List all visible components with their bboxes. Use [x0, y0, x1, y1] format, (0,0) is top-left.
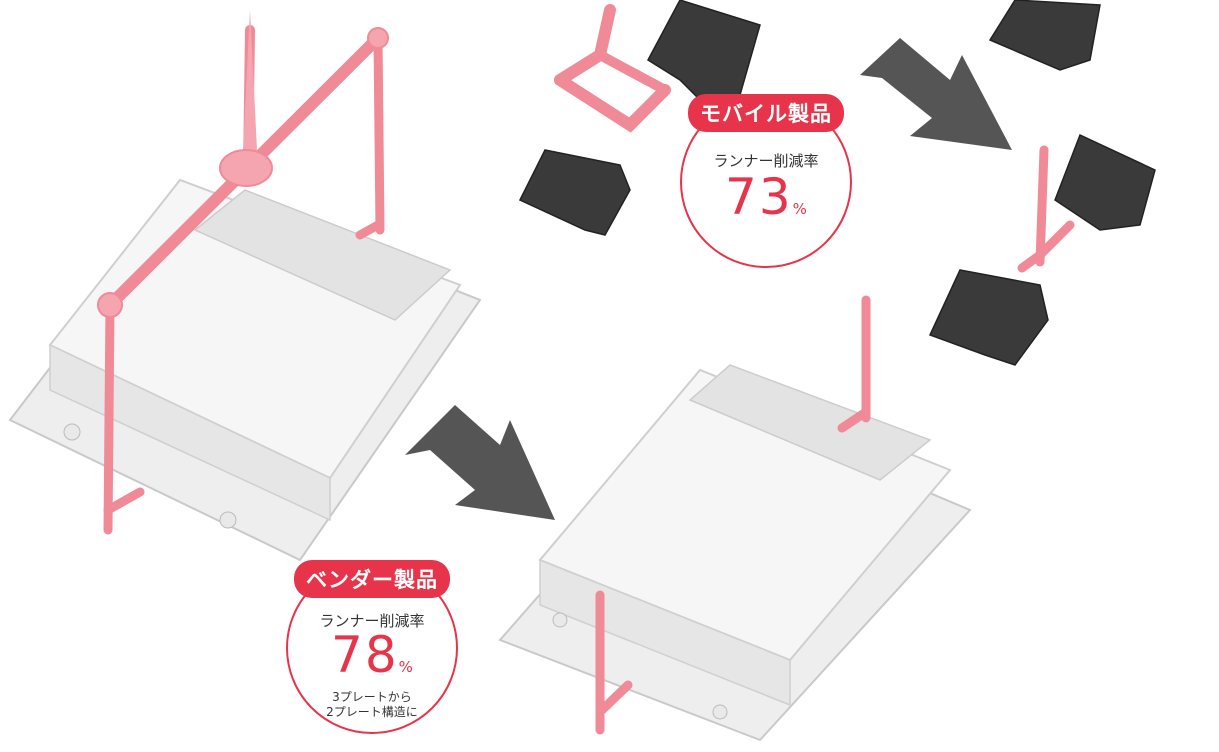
badge-label: ランナー削減率: [319, 612, 425, 630]
badge-note: 3プレートから 2プレート構造に: [288, 690, 456, 720]
badge-title: モバイル製品: [688, 94, 844, 132]
vendor-tray-before: [8, 178, 482, 562]
badge-title: ベンダー製品: [294, 560, 450, 598]
vendor-runner-before: [97, 10, 389, 535]
mobile-parts-before: [518, 0, 1101, 236]
badge-rate: 78%: [288, 626, 456, 684]
badge-note-line: 3プレートから: [332, 690, 412, 704]
mobile-reduction-badge: モバイル製品 ランナー削減率 73%: [680, 94, 852, 268]
badge-rate-unit: %: [792, 200, 807, 218]
mobile-runner-before: [554, 4, 671, 133]
badge-rate-unit: %: [398, 658, 413, 676]
vendor-tray-after: [498, 364, 972, 742]
badge-note-line: 2プレート構造に: [326, 705, 418, 719]
badge-rate-value: 78: [331, 626, 399, 684]
vendor-runner-after: [595, 295, 871, 735]
mobile-parts-after: [928, 133, 1156, 366]
arrow-vendor-icon: [405, 405, 555, 520]
arrow-mobile-icon: [860, 38, 1012, 150]
badge-rate-value: 73: [725, 168, 793, 226]
badge-rate: 73%: [682, 168, 850, 226]
badge-label: ランナー削減率: [713, 152, 819, 170]
mobile-runner-after: [1017, 145, 1075, 273]
vendor-reduction-badge: ベンダー製品 ランナー削減率 78% 3プレートから 2プレート構造に: [286, 560, 458, 734]
